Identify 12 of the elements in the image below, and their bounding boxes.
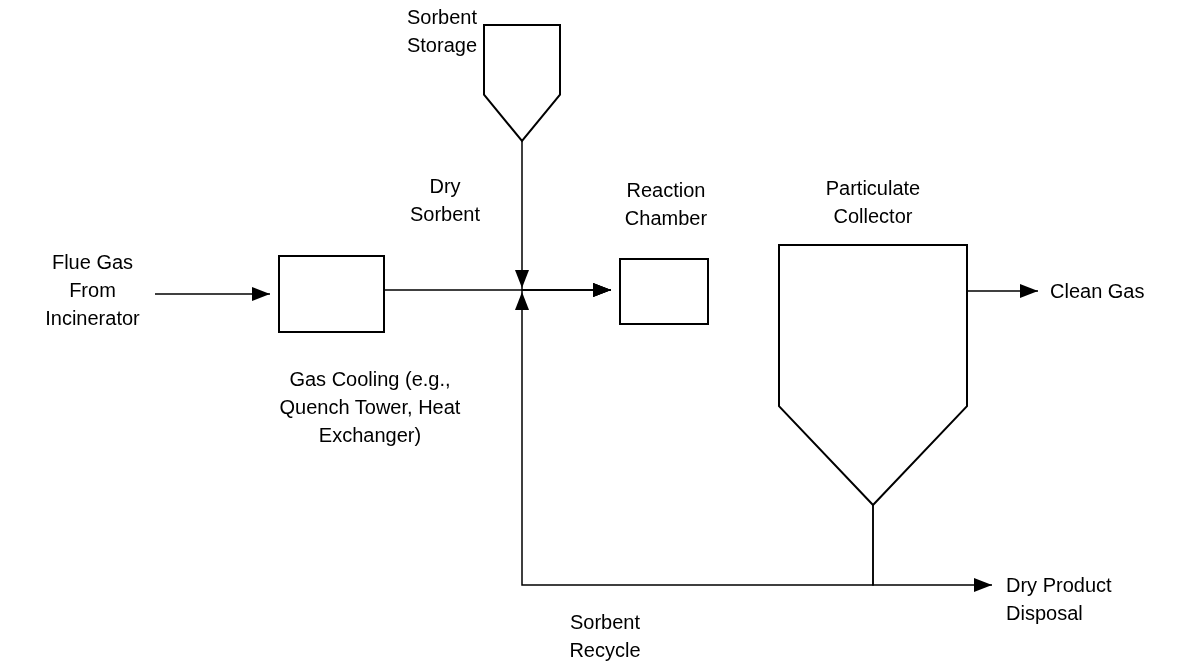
node-label: Sorbent Storage [405,5,479,58]
node-label: Particulate Collector [824,176,922,229]
flow-arrow [872,504,993,592]
node-label: Gas Cooling (e.g., Quench Tower, Heat Exchanger) [278,367,462,448]
flow-arrow [515,283,874,586]
flow-label: Flue Gas From Incinerator [30,248,155,332]
flow-arrow [154,287,271,301]
node-label: Reaction Chamber [623,178,709,231]
edge-label: Dry Sorbent [408,174,482,227]
flow-label: Clean Gas [1050,277,1160,305]
edge-label: Sorbent Recycle [568,610,642,663]
flow-label: Dry Product Disposal [1006,571,1171,627]
